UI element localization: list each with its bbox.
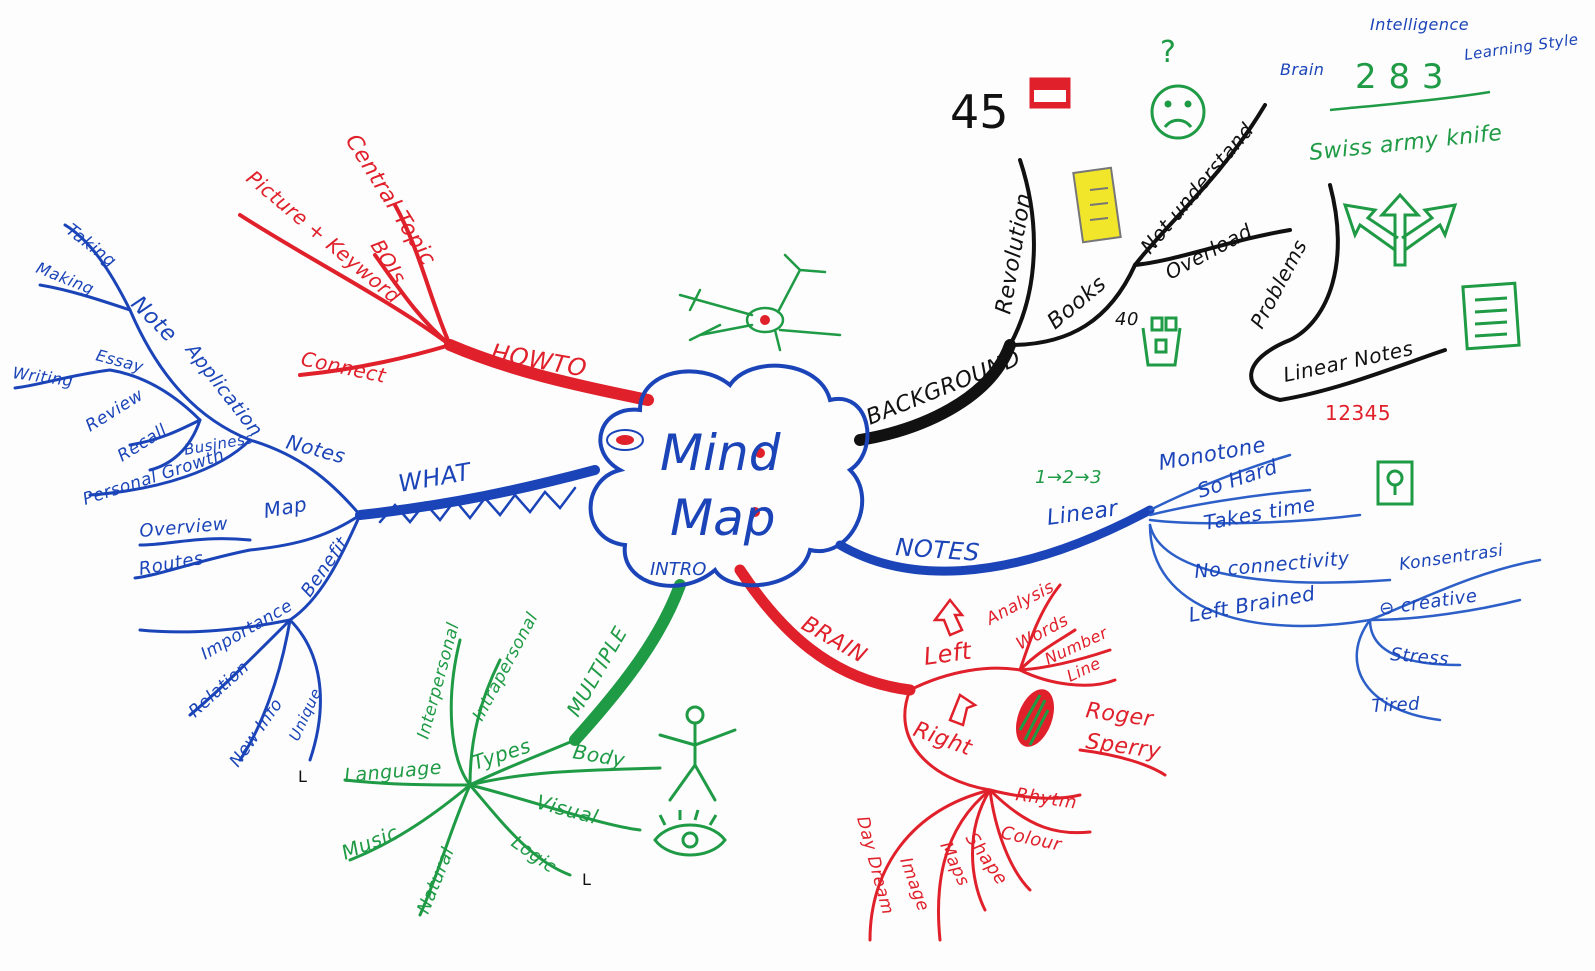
central-cloud-shape: [588, 363, 870, 588]
book-icon: [1072, 166, 1122, 244]
notes-12345: 12345: [1325, 401, 1391, 425]
what-routes: Routes: [137, 548, 205, 580]
background-40: 40: [1115, 309, 1139, 330]
background-group: BACKGROUND Revolution Books Not understa…: [863, 15, 1580, 431]
notes-no-connectivity: No connectivity: [1194, 547, 1351, 583]
notes-stress: Stress: [1390, 644, 1450, 670]
what-taking: Taking: [62, 220, 120, 272]
multiple-mark-l: L: [582, 870, 591, 889]
brain-left: Left: [922, 636, 975, 671]
central-title-line1: Mind: [660, 424, 781, 482]
background-brain: Brain: [1280, 60, 1324, 79]
brain-colour: Colour: [999, 822, 1065, 856]
background-branch-line: [854, 339, 1016, 446]
background-intelligence: Intelligence: [1370, 15, 1469, 34]
notes-takes-time: Takes time: [1202, 492, 1318, 535]
notes-tired: Tired: [1371, 693, 1421, 717]
background-learning-style: Learning Style: [1463, 30, 1579, 64]
underline-283: [1329, 90, 1491, 112]
notes-group: NOTES Linear 1→2→3 Monotone 12345 So Har…: [895, 401, 1542, 722]
central-intro-label: INTRO: [650, 559, 706, 580]
howto-group: HOWTO Central Topic BOIs Picture + Keywo…: [238, 130, 589, 388]
multiple-visual: Visual: [534, 790, 601, 830]
notes-konsentrasi: Konsentrasi: [1398, 541, 1505, 575]
what-recall: Recall: [114, 420, 171, 466]
brain-branch-line: [734, 564, 916, 696]
central-topic: Mind Map INTRO: [588, 363, 870, 588]
what-branch-line: [355, 465, 600, 520]
background-283: 2 8 3: [1355, 57, 1444, 97]
what-map: Map: [262, 492, 309, 523]
background-revolution: Revolution: [991, 191, 1037, 316]
notes-branch-line: [835, 505, 1155, 576]
multiple-natural: Natural: [413, 844, 459, 917]
multiple-label: MULTIPLE: [562, 622, 633, 720]
brain-rhythm: Rhytm: [1014, 784, 1078, 813]
up-left-arrow-icon: [932, 597, 965, 637]
notes-creative: ⊖ creative: [1378, 585, 1479, 620]
calendar-gap-icon: [1034, 90, 1066, 102]
howto-connect: Connect: [299, 346, 389, 388]
multiple-intrapersonal: Intrapersonal: [469, 609, 543, 724]
sad-face-icon: [1150, 84, 1206, 140]
brain-image: Image: [895, 855, 933, 914]
up-right-arrow-icon: [948, 693, 978, 727]
brain-day-dream: Day Dream: [852, 814, 897, 917]
multiple-logic: Logic: [507, 832, 560, 878]
arrows-icon: [1342, 192, 1458, 267]
background-linear-notes: Linear Notes: [1281, 336, 1415, 387]
what-relation: Relation: [185, 657, 253, 721]
background-45: 45: [950, 85, 1009, 139]
background-swiss-army-knife: Swiss army knife: [1308, 121, 1504, 166]
what-label: WHAT: [396, 457, 475, 498]
neuron-icon: [678, 253, 842, 352]
multiple-types: Types: [469, 733, 534, 774]
notes-left-brained: Left Brained: [1187, 581, 1317, 627]
what-notes: Notes: [284, 430, 348, 469]
what-branch-hatch: [378, 486, 577, 524]
background-books: Books: [1043, 271, 1112, 334]
main-branches: [355, 339, 1155, 746]
clock-icon: [1376, 460, 1414, 506]
howto-branch-line: [444, 339, 654, 406]
books-stack-icon: [1141, 316, 1182, 367]
what-personal-growth: Personal Growth: [80, 445, 227, 510]
what-making: Making: [34, 258, 97, 298]
multiple-language: Language: [344, 757, 443, 787]
what-review: Review: [82, 385, 147, 436]
central-title-line2: Map: [670, 489, 776, 547]
multiple-group: MULTIPLE Types Interpersonal Intraperson…: [338, 609, 737, 917]
multiple-music: Music: [338, 820, 402, 865]
multiple-body: Body: [571, 739, 628, 772]
what-group: WHAT Notes Note Taking Making Applicatio…: [11, 220, 474, 786]
background-question-mark: ?: [1160, 35, 1176, 70]
brain-roger: Roger: [1084, 698, 1156, 732]
central-decoration: [606, 429, 765, 517]
multiple-interpersonal: Interpersonal: [414, 620, 464, 741]
document-icon: [1461, 281, 1521, 351]
brain-hemisphere-icon: [1016, 689, 1054, 747]
multiple-branch-line: [569, 579, 686, 746]
person-icon: [658, 705, 737, 802]
eye-icon: [653, 809, 727, 857]
brain-group: BRAIN Left Analysis Words Number Line Ri…: [797, 577, 1167, 942]
what-mark-l: L: [298, 767, 307, 786]
brain-sperry: Sperry: [1084, 729, 1163, 764]
what-new-info: New Info: [226, 695, 288, 771]
notes-sequence: 1→2→3: [1035, 467, 1102, 488]
background-problems: Problems: [1245, 235, 1312, 332]
what-benefit: Benefit: [297, 533, 353, 601]
notes-label: NOTES: [895, 533, 981, 567]
